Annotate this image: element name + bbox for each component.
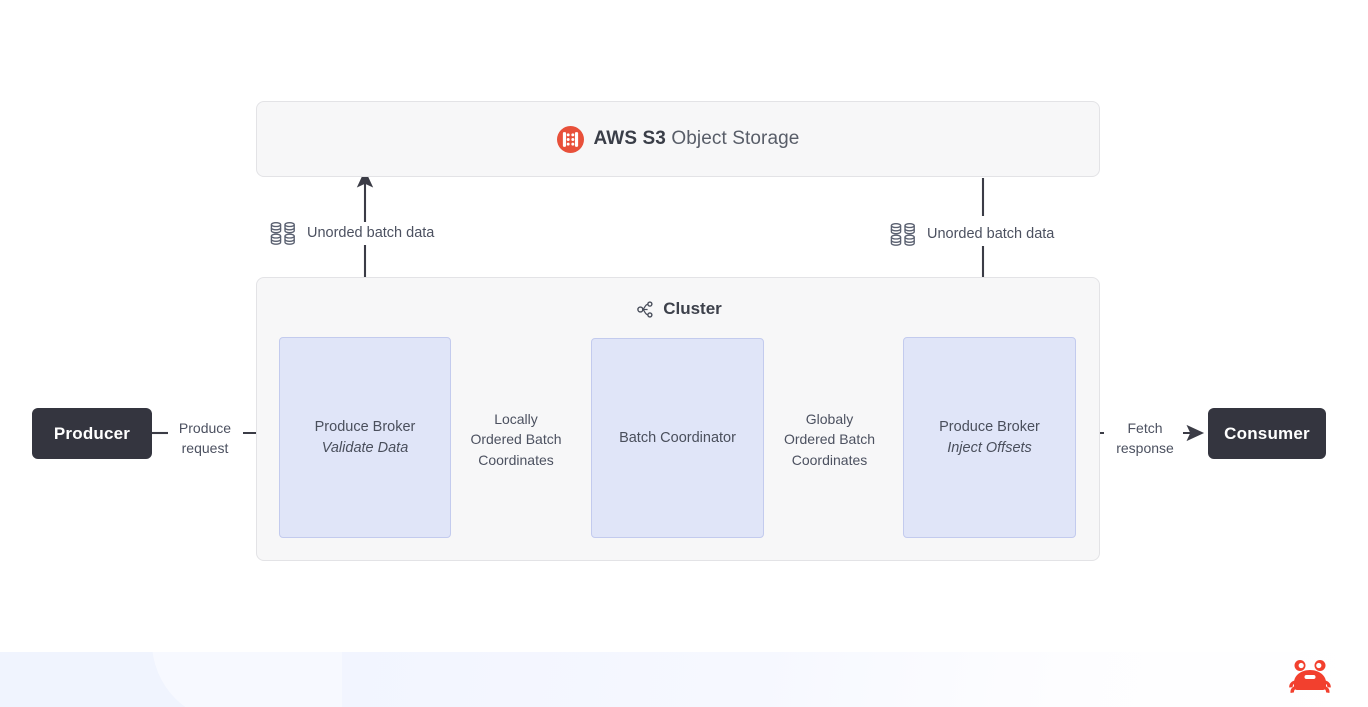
batch-label-left: Unorded batch data bbox=[270, 221, 434, 245]
node-title: Produce Broker bbox=[314, 418, 416, 435]
database-grid-icon bbox=[270, 221, 298, 245]
edge-label-line: Ordered Batch bbox=[783, 431, 876, 448]
edge-label-locally-ordered: Locally Ordered Batch Coordinates bbox=[460, 409, 572, 470]
edge-label-line: Globaly bbox=[805, 411, 854, 427]
crab-logo-icon bbox=[1288, 656, 1332, 698]
database-grid-icon bbox=[890, 222, 918, 246]
batch-label-right: Unorded batch data bbox=[890, 222, 1054, 246]
cluster-panel-title: Cluster bbox=[663, 299, 722, 318]
cluster-panel-header: Cluster bbox=[257, 299, 1101, 319]
edge-label-fetch-response: Fetch response bbox=[1106, 418, 1184, 459]
node-subtitle: Inject Offsets bbox=[947, 439, 1032, 456]
edge-label-line: response bbox=[1116, 440, 1174, 457]
edge-label-line: Ordered Batch bbox=[470, 431, 562, 448]
edge-label-line: request bbox=[181, 440, 229, 457]
band-shape-left bbox=[152, 652, 342, 707]
endpoint-consumer[interactable]: Consumer bbox=[1208, 408, 1326, 459]
aws-s3-title-light: Object Storage bbox=[671, 128, 800, 149]
aws-s3-bucket-icon bbox=[556, 125, 584, 153]
node-produce-broker-inject[interactable]: Produce Broker Inject Offsets bbox=[903, 337, 1076, 538]
edge-label-line: Locally bbox=[494, 411, 538, 427]
node-title: Batch Coordinator bbox=[619, 429, 736, 446]
edge-label-line: Fetch bbox=[1127, 420, 1163, 436]
aws-s3-panel-title: AWS S3 Object Storage bbox=[594, 128, 800, 150]
node-subtitle: Validate Data bbox=[321, 439, 409, 456]
endpoint-producer[interactable]: Producer bbox=[32, 408, 152, 459]
aws-s3-panel: AWS S3 Object Storage bbox=[256, 101, 1100, 177]
aws-s3-title-strong: AWS S3 bbox=[593, 128, 666, 149]
batch-label-right-text: Unorded batch data bbox=[927, 226, 1055, 242]
node-batch-coordinator[interactable]: Batch Coordinator bbox=[591, 338, 764, 538]
endpoint-consumer-label: Consumer bbox=[1224, 423, 1310, 443]
batch-label-left-text: Unorded batch data bbox=[307, 225, 435, 241]
cluster-network-icon bbox=[636, 300, 655, 319]
edge-label-line: Produce bbox=[178, 420, 232, 436]
edge-label-globaly-ordered: Globaly Ordered Batch Coordinates bbox=[773, 409, 886, 470]
node-title: Produce Broker bbox=[939, 418, 1040, 435]
edge-label-line: Coordinates bbox=[791, 451, 868, 468]
edge-label-produce-request: Produce request bbox=[166, 418, 244, 459]
node-produce-broker-validate[interactable]: Produce Broker Validate Data bbox=[279, 337, 451, 538]
endpoint-producer-label: Producer bbox=[53, 423, 131, 443]
edge-label-line: Coordinates bbox=[478, 451, 554, 468]
bottom-decorative-band bbox=[0, 652, 1368, 707]
band-shape-right bbox=[342, 652, 1368, 707]
